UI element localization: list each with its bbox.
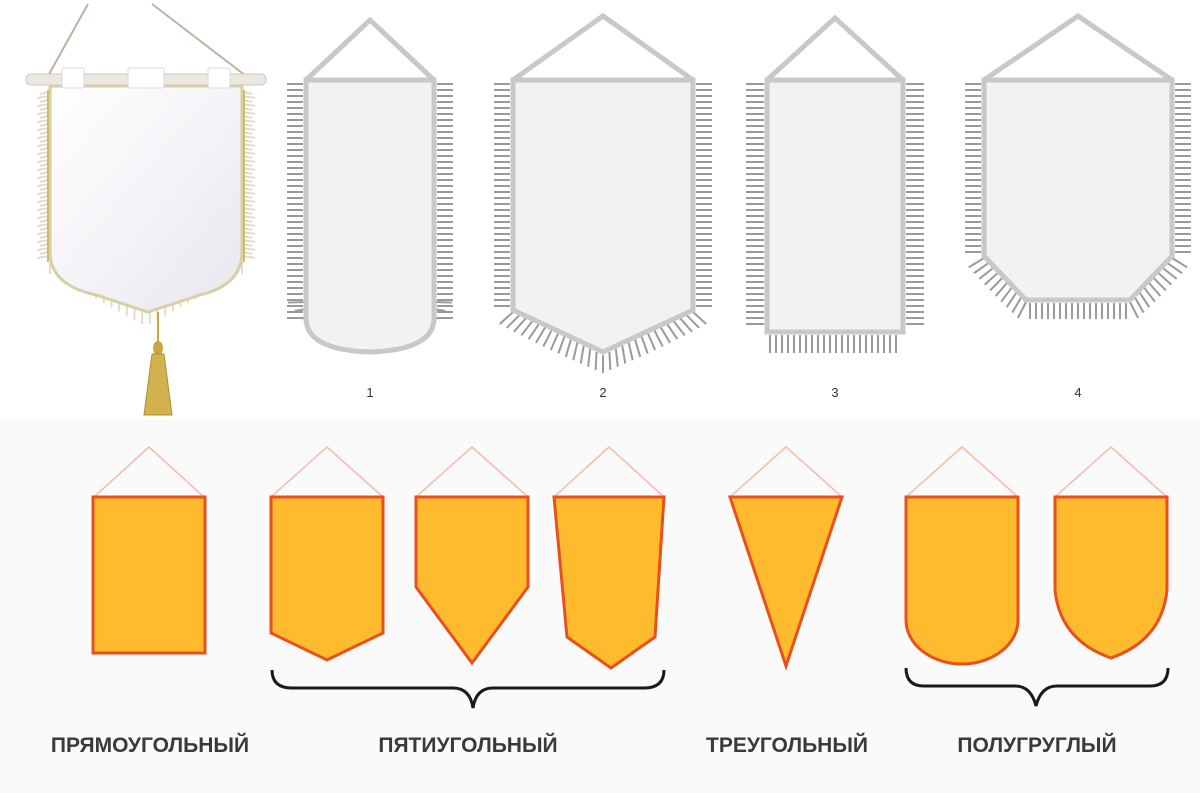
template-number-3: 3 [831,385,839,400]
template-2 [510,12,696,355]
photo-tassel [143,353,173,416]
shape-triangular [727,445,845,671]
label-semicircular: ПОЛУГРУГЛЫЙ [957,734,1117,757]
shape-pentagonal-c [552,445,666,670]
shape-pentagonal-b [414,445,530,666]
label-triangular: ТРЕУГОЛЬНЫЙ [706,734,868,757]
shape-semicircular-a [904,445,1020,666]
pennant-photo [25,3,267,416]
shape-rectangular [91,445,207,655]
template-4 [981,12,1175,303]
label-rectangular: ПРЯМОУГОЛЬНЫЙ [50,734,250,757]
template-number-2: 2 [599,385,607,400]
template-number-1: 1 [366,385,374,400]
brace-semicircular [904,667,1170,707]
template-1 [303,16,437,355]
photo-fringe [36,90,256,324]
fringe-layer [287,83,1191,373]
shape-semicircular-b [1053,445,1169,660]
photo-satin-body [48,84,244,314]
template-number-4: 4 [1074,385,1082,400]
shape-pentagonal-a [269,445,385,662]
template-3 [764,14,906,335]
label-pentagonal: ПЯТИУГОЛЬНЫЙ [378,734,558,757]
brace-pentagonal [270,669,666,709]
